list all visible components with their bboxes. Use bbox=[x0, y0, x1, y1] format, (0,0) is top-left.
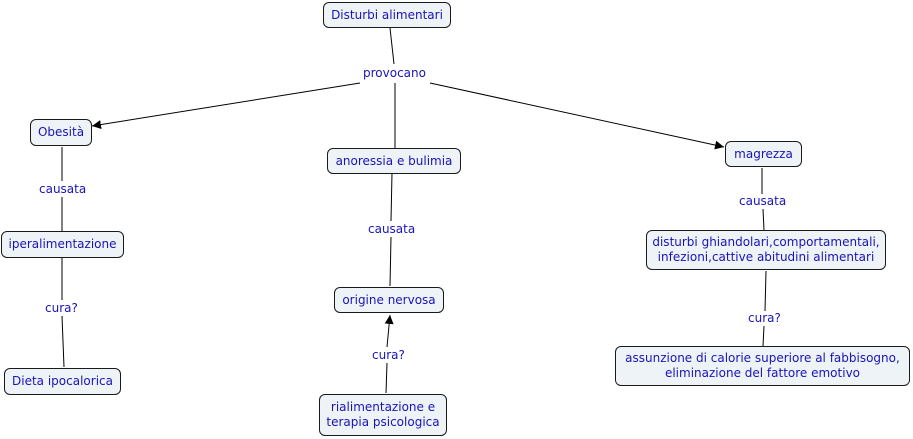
arrow-to-magrezza bbox=[429, 82, 725, 150]
concept-disturbi-ghiandolari[interactable]: disturbi ghiandolari,comportamentali, in… bbox=[646, 230, 886, 270]
line-causata-ghiandolari bbox=[762, 208, 765, 231]
link-label-causata-anoressia: causata bbox=[367, 222, 417, 236]
line-ghiandolari-cura bbox=[764, 270, 767, 312]
concept-assunzione-calorie[interactable]: assunzione di calorie superiore al fabbi… bbox=[615, 346, 910, 386]
link-label-cura-magrezza: cura? bbox=[747, 311, 782, 325]
link-label-causata-obesita: causata bbox=[38, 182, 88, 196]
link-label-provocano: provocano bbox=[362, 66, 427, 80]
arrow-to-origine bbox=[384, 314, 394, 348]
line-causata-origine bbox=[389, 236, 392, 287]
concept-anoressia-bulimia[interactable]: anoressia e bulimia bbox=[327, 148, 461, 174]
concept-rialimentazione[interactable]: rialimentazione e terapia psicologica bbox=[319, 394, 447, 436]
line-rialimentazione-cura bbox=[385, 362, 388, 394]
line-cura-assunzione bbox=[762, 325, 765, 347]
arrow-to-obesita bbox=[91, 82, 361, 130]
concept-disturbi-alimentari[interactable]: Disturbi alimentari bbox=[323, 2, 451, 28]
link-label-cura-obesita: cura? bbox=[44, 301, 79, 315]
concept-obesita[interactable]: Obesità bbox=[30, 119, 92, 146]
concept-dieta-ipocalorica[interactable]: Dieta ipocalorica bbox=[4, 368, 121, 395]
concept-origine-nervosa[interactable]: origine nervosa bbox=[334, 287, 444, 313]
concept-magrezza[interactable]: magrezza bbox=[725, 141, 802, 167]
line-disturbi-provocano bbox=[389, 27, 395, 65]
line-cura-dieta bbox=[61, 315, 65, 368]
concept-iperalimentazione[interactable]: iperalimentazione bbox=[1, 231, 124, 258]
line-anoressia-causata bbox=[390, 172, 393, 222]
link-label-causata-magrezza: causata bbox=[738, 194, 788, 208]
link-label-cura-anoressia: cura? bbox=[371, 348, 406, 362]
